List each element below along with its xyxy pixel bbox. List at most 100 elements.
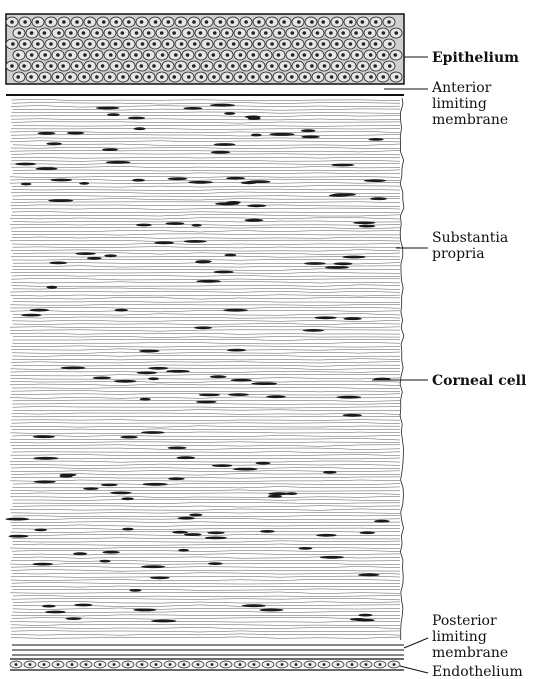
stroma-lamella — [11, 570, 400, 572]
epithelial-nucleus — [140, 20, 144, 24]
endothelial-nucleus — [43, 663, 46, 666]
stroma-lamella — [12, 342, 400, 344]
corneal-cell — [228, 393, 249, 396]
epithelial-nucleus — [152, 64, 156, 68]
stroma-lamella — [10, 442, 400, 443]
stroma-lamella — [10, 384, 400, 386]
epithelial-nucleus — [95, 31, 99, 35]
epithelial-nucleus — [199, 31, 203, 35]
corneal-cell — [128, 117, 145, 120]
stroma-lamella — [10, 304, 400, 305]
stroma-lamella — [13, 323, 400, 324]
epithelial-nucleus — [167, 20, 171, 24]
corneal-cell — [61, 367, 86, 370]
stroma-lamella — [10, 291, 400, 292]
epithelial-nucleus — [218, 64, 222, 68]
corneal-cell — [21, 183, 32, 186]
epithelial-nucleus — [186, 53, 190, 57]
corneal-cell — [304, 262, 326, 265]
epithelial-nucleus — [161, 53, 165, 57]
stroma-lamella — [11, 349, 400, 350]
epithelial-nucleus — [316, 31, 320, 35]
stroma-lamella — [13, 109, 400, 110]
epithelial-nucleus — [16, 53, 20, 57]
endothelial-nucleus — [337, 663, 340, 666]
stroma-lamella — [12, 599, 401, 600]
stroma-lamella — [10, 310, 400, 312]
epithelial-nucleus — [61, 64, 65, 68]
corneal-cell — [114, 380, 137, 383]
corneal-cell — [48, 199, 73, 202]
stroma-lamella — [13, 554, 400, 556]
epithelial-nucleus — [382, 53, 386, 57]
stroma-lamella — [11, 420, 400, 421]
stroma-lamella — [11, 579, 400, 581]
stroma-lamella — [12, 487, 400, 488]
epithelial-nucleus — [341, 53, 345, 57]
endothelial-nucleus — [85, 663, 88, 666]
corneal-cell — [196, 280, 221, 283]
corneal-cell — [75, 252, 95, 255]
stroma-lamella — [12, 186, 400, 188]
stroma-lamella — [12, 416, 400, 417]
epithelial-nucleus — [135, 75, 139, 79]
epithelial-nucleus — [174, 53, 178, 57]
corneal-cell — [140, 398, 151, 401]
corneal-cell — [227, 349, 246, 352]
endothelial-nucleus — [393, 663, 396, 666]
stroma-lamella — [12, 573, 400, 574]
corneal-cell — [184, 240, 207, 243]
corneal-cell — [73, 552, 87, 555]
corneal-cell — [353, 221, 375, 224]
corneal-cell — [30, 309, 49, 312]
stroma-lamella — [10, 621, 400, 622]
corneal-cell — [102, 148, 118, 151]
corneal-cell — [214, 143, 236, 146]
stroma-lamella — [11, 378, 400, 380]
epithelial-nucleus — [10, 20, 14, 24]
stroma-lamella — [12, 221, 400, 222]
corneal-cell — [93, 377, 111, 380]
epithelial-nucleus — [198, 53, 202, 57]
epithelial-nucleus — [62, 20, 66, 24]
epithelial-nucleus — [101, 64, 105, 68]
epithelial-nucleus — [381, 75, 385, 79]
stroma-lamella — [11, 250, 400, 251]
corneal-cell — [106, 161, 131, 164]
label-substantia-propria: Substantia propria — [432, 230, 513, 262]
epithelial-nucleus — [18, 31, 22, 35]
corneal-cell — [66, 617, 82, 620]
epithelial-nucleus — [178, 20, 182, 24]
stroma-lamella — [11, 208, 400, 209]
epithelial-nucleus — [75, 20, 79, 24]
label-posterior-line-2: limiting — [432, 629, 487, 645]
corneal-cell — [102, 551, 120, 554]
epithelial-nucleus — [192, 20, 196, 24]
stroma-lamella — [12, 403, 400, 404]
stroma-lamella — [10, 330, 400, 331]
stroma-lamella — [10, 592, 400, 594]
corneal-cell — [251, 382, 277, 385]
stroma-lamella — [11, 256, 400, 257]
stroma-lamella — [11, 154, 400, 155]
stroma-lamella — [13, 502, 401, 503]
epithelial-nucleus — [88, 42, 92, 46]
epithelial-nucleus — [75, 64, 79, 68]
epithelial-nucleus — [341, 31, 345, 35]
epithelial-nucleus — [382, 31, 386, 35]
stroma-lamella — [11, 518, 400, 519]
corneal-cell — [79, 182, 89, 185]
corneal-cell — [178, 517, 195, 520]
stroma-lamella — [11, 493, 400, 494]
stroma-lamella — [11, 455, 400, 456]
epithelial-nucleus — [87, 20, 91, 24]
stroma-lamella — [10, 490, 400, 491]
epithelial-nucleus — [321, 20, 325, 24]
epithelial-nucleus — [135, 31, 139, 35]
epithelial-nucleus — [335, 64, 339, 68]
epithelial-nucleus — [154, 20, 158, 24]
epithelium-layer — [6, 14, 404, 84]
corneal-cell — [194, 326, 212, 329]
corneal-cell — [369, 138, 384, 141]
epithelial-nucleus — [309, 42, 313, 46]
